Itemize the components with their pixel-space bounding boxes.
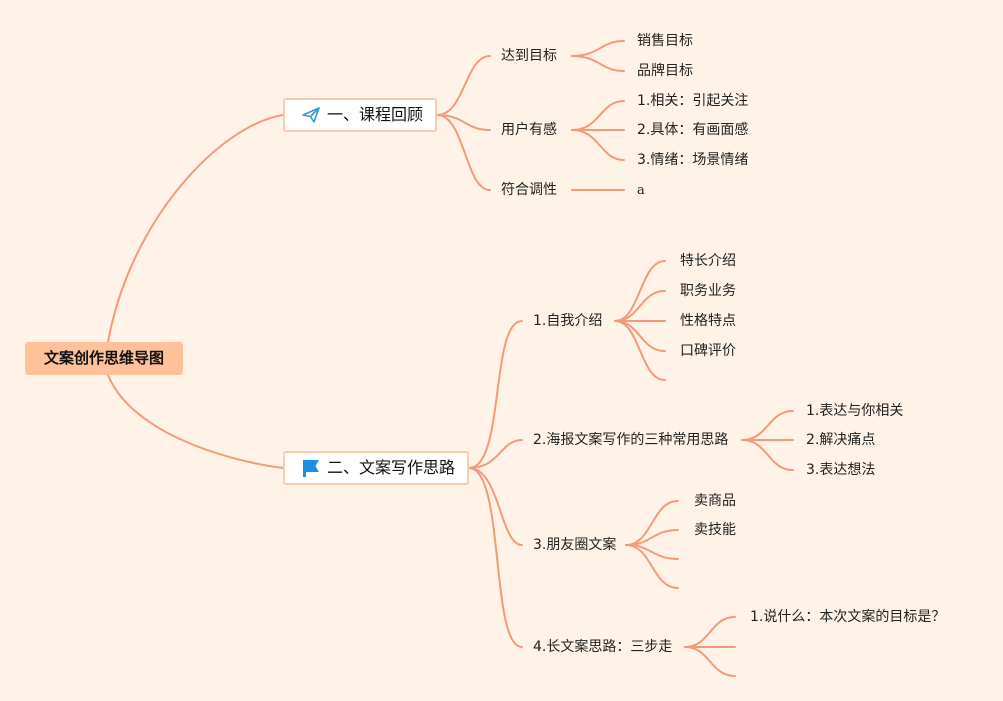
paper-plane-icon: [301, 105, 321, 125]
edge-root-sec1: [107, 114, 284, 343]
leaf-what-to-say[interactable]: 1.说什么：本次文案的目标是？: [750, 609, 946, 625]
leaf-sales-goal[interactable]: 销售目标: [637, 33, 693, 49]
section-course-review[interactable]: 一、课程回顾: [283, 98, 437, 132]
leaf-specialty[interactable]: 特长介绍: [680, 253, 736, 269]
leaf-sell-goods[interactable]: 卖商品: [694, 493, 736, 509]
edge-b2-leaf1: [571, 100, 625, 131]
branch-user-feeling[interactable]: 用户有感: [501, 122, 557, 138]
edge-sec2-branch1: [468, 320, 523, 469]
edge-sec1-branch1: [436, 55, 491, 116]
branch-long-copy[interactable]: 4.长文案思路：三步走: [533, 639, 673, 655]
leaf-concrete[interactable]: 2.具体：有画面感: [637, 122, 749, 138]
leaf-personality[interactable]: 性格特点: [680, 313, 736, 329]
branch-poster-copy[interactable]: 2.海报文案写作的三种常用思路: [533, 432, 729, 448]
branch-fit-tone[interactable]: 符合调性: [501, 182, 557, 198]
branch-reach-goal[interactable]: 达到目标: [501, 48, 557, 64]
edge-sec1-branch2: [436, 114, 491, 131]
leaf-a[interactable]: a: [637, 183, 645, 198]
section-label: 二、文案写作思路: [327, 458, 456, 477]
leaf-reputation[interactable]: 口碑评价: [680, 343, 736, 359]
edge-sec2-branch3: [468, 467, 523, 546]
edge-sec2-branch2: [468, 439, 523, 469]
edge-s2b2-leaf1: [741, 410, 794, 441]
edge-s2b1-leaf5: [614, 320, 666, 381]
edge-s2b1-leaf2: [614, 290, 666, 322]
section-writing-ideas[interactable]: 二、文案写作思路: [283, 451, 469, 485]
leaf-sell-skills[interactable]: 卖技能: [694, 522, 736, 538]
edge-s2b1-leaf1: [614, 260, 666, 322]
leaf-relevance[interactable]: 1.相关：引起关注: [637, 93, 749, 109]
leaf-duties[interactable]: 职务业务: [680, 283, 736, 299]
edge-s2b3-leaf4: [625, 544, 679, 589]
section-label: 一、课程回顾: [327, 105, 424, 124]
edge-b1-leaf1: [571, 40, 625, 57]
edge-sec1-branch3: [436, 114, 491, 191]
edge-s2b4-leaf3: [684, 646, 736, 677]
leaf-express-idea[interactable]: 3.表达想法: [806, 462, 876, 478]
leaf-brand-goal[interactable]: 品牌目标: [637, 63, 693, 79]
edge-s2b1-leaf4: [614, 320, 666, 352]
edge-root-sec2: [107, 374, 284, 469]
edge-b2-leaf3: [571, 129, 625, 161]
leaf-relate-to-you[interactable]: 1.表达与你相关: [806, 403, 904, 419]
root-topic[interactable]: 文案创作思维导图: [25, 342, 183, 375]
edge-s2b2-leaf3: [741, 439, 794, 471]
branch-self-intro[interactable]: 1.自我介绍: [533, 313, 603, 329]
branch-moments-copy[interactable]: 3.朋友圈文案: [533, 537, 617, 553]
edge-s2b4-leaf1: [684, 616, 736, 648]
leaf-emotion[interactable]: 3.情绪：场景情绪: [637, 152, 749, 168]
leaf-solve-pain[interactable]: 2.解决痛点: [806, 432, 876, 448]
edge-b1-leaf2: [571, 55, 625, 72]
flag-icon: [301, 458, 321, 478]
edge-sec2-branch4: [468, 467, 523, 648]
